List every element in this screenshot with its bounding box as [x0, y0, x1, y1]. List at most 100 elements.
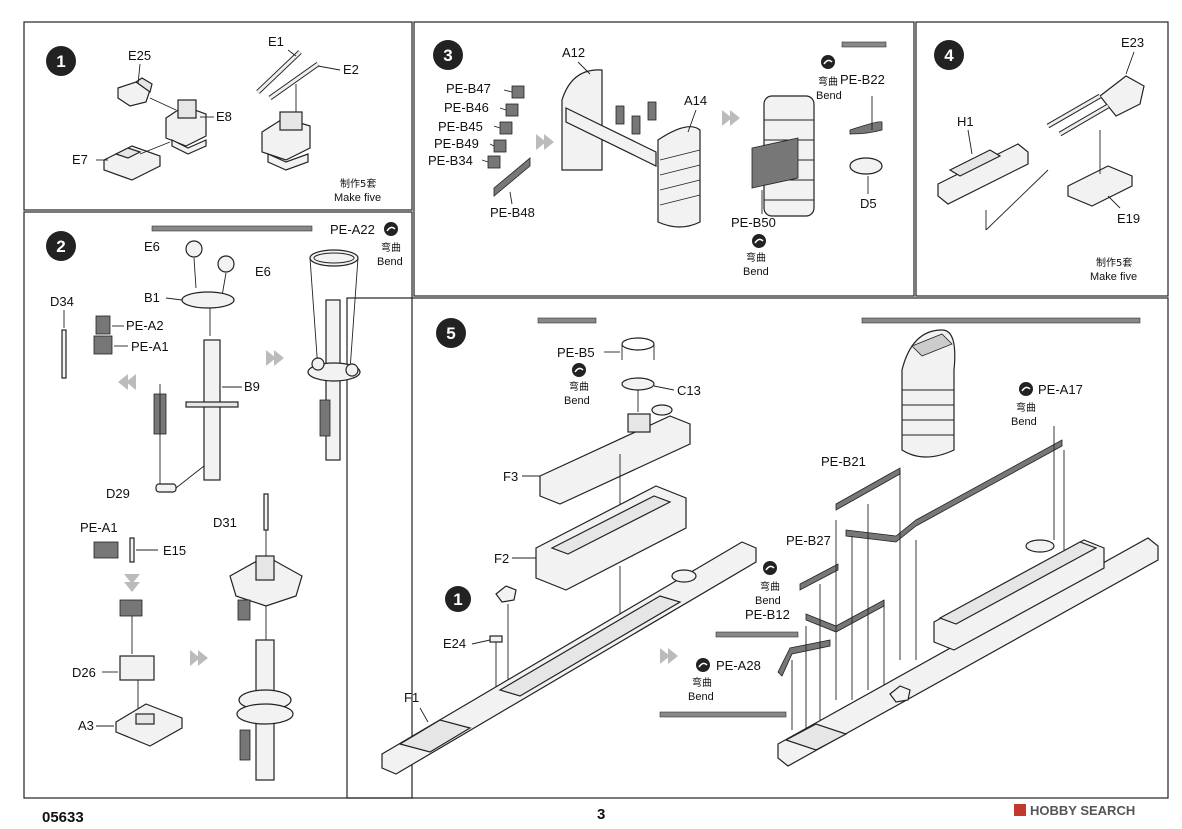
label-pe-a1: PE-A1 [131, 339, 169, 354]
part-d5 [849, 157, 883, 175]
part-pe-a1-b [93, 541, 119, 559]
step-1-number: 1 [56, 52, 65, 71]
bend-icon [384, 222, 398, 236]
part-h1 [937, 143, 1029, 205]
document-code: 05633 [42, 809, 84, 826]
part-b1 [181, 291, 235, 309]
arrow-left [118, 374, 136, 390]
pe-fret-a22 [151, 225, 313, 232]
label-e19: E19 [1117, 211, 1140, 226]
bend-cn-b27: 弯曲 [760, 580, 780, 593]
label-b1: B1 [144, 290, 160, 305]
label-f2: F2 [494, 551, 509, 566]
pe-ring-b5 [621, 337, 655, 351]
part-f2 [535, 485, 687, 591]
label-a14: A14 [684, 93, 707, 108]
bend-cn-a17: 弯曲 [1016, 401, 1036, 414]
pe-strip-b21 [835, 467, 901, 511]
bend-en-a28: Bend [688, 691, 714, 703]
sub-ref-number: 1 [453, 590, 462, 609]
page-number: 3 [597, 806, 605, 823]
label-d34: D34 [50, 294, 74, 309]
drop-lines [791, 426, 1065, 730]
part-e8 [165, 99, 207, 155]
label-pe-b5: PE-B5 [557, 345, 595, 360]
step-1: 1 E25 E8 E7 [46, 34, 381, 204]
label-pe-a1-b: PE-A1 [80, 520, 118, 535]
part-e15 [129, 537, 135, 563]
arrow-down [124, 574, 140, 592]
step-3-number: 3 [443, 46, 452, 65]
funnel-assembly-a12-a14 [561, 69, 701, 228]
part-e1-e2-assembly [256, 50, 320, 171]
bend-icon-b22 [821, 55, 835, 69]
mast-assembly [307, 249, 361, 461]
label-e2: E2 [343, 62, 359, 77]
part-c13 [621, 377, 655, 391]
label-pe-a28: PE-A28 [716, 658, 761, 673]
step-5-number: 5 [446, 324, 455, 343]
part-f3 [539, 404, 691, 505]
pe-plates [487, 85, 531, 197]
step-1-badge [46, 46, 76, 76]
sub-ref-badge [445, 586, 471, 612]
part-d31 [263, 493, 269, 531]
pe-strip-a17 [845, 439, 1063, 543]
part-e25 [117, 77, 153, 107]
label-e6-b: E6 [255, 264, 271, 279]
step-5: 5 PE-B5 弯曲 Bend C13 F3 F2 [381, 317, 1159, 775]
arrow-right-5 [660, 648, 678, 664]
watermark-text: HOBBY SEARCH [1030, 803, 1135, 818]
label-pe-a22: PE-A22 [330, 222, 375, 237]
label-pe-b45: PE-B45 [438, 119, 483, 134]
step-4-number: 4 [944, 46, 954, 65]
bend-cn-a28: 弯曲 [692, 676, 712, 689]
step-2-number: 2 [56, 237, 65, 256]
bend-en-b27: Bend [755, 595, 781, 607]
part-e24 [489, 635, 503, 643]
step-4-badge [934, 40, 964, 70]
label-pe-b34: PE-B34 [428, 153, 473, 168]
pe-fret-b5 [537, 317, 597, 324]
label-f1: F1 [404, 690, 419, 705]
label-pe-a2: PE-A2 [126, 318, 164, 333]
funnel-with-grid [751, 95, 815, 217]
pe-fret-b22 [841, 41, 887, 48]
step-5-badge [436, 318, 466, 348]
label-d5: D5 [860, 196, 877, 211]
step-4-note-en: Make five [1090, 271, 1137, 283]
part-b9 [203, 339, 221, 481]
label-pe-b21: PE-B21 [821, 454, 866, 469]
label-h1: H1 [957, 114, 974, 129]
funnel-assembly [901, 329, 956, 458]
label-d31: D31 [213, 515, 237, 530]
part-e6-b [217, 255, 235, 273]
label-pe-b12: PE-B12 [745, 607, 790, 622]
label-pe-a17: PE-A17 [1038, 382, 1083, 397]
bend-cn-b22: 弯曲 [818, 75, 838, 88]
bend-en-b5: Bend [564, 395, 590, 407]
label-pe-b27: PE-B27 [786, 533, 831, 548]
part-pe-a1 [93, 335, 113, 355]
label-pe-b46: PE-B46 [444, 100, 489, 115]
label-e24: E24 [443, 636, 466, 651]
bend-en-a17: Bend [1011, 416, 1037, 428]
label-pe-b49: PE-B49 [434, 136, 479, 151]
part-f1 [381, 541, 757, 775]
pe-strip-b12 [805, 599, 885, 633]
bend-en-b22: Bend [816, 90, 842, 102]
label-f3: F3 [503, 469, 518, 484]
bend-icon-a28 [696, 658, 710, 672]
label-e8: E8 [216, 109, 232, 124]
pe-fret-a28-bottom [659, 711, 787, 718]
arrow-right-3 [536, 134, 554, 150]
bend-en: Bend [377, 256, 403, 268]
panel-frames [23, 21, 1169, 799]
label-d29: D29 [106, 486, 130, 501]
part-a3 [115, 703, 183, 747]
bend-cn-b5: 弯曲 [569, 380, 589, 393]
arrow-right-4 [722, 110, 740, 126]
label-e25: E25 [128, 48, 151, 63]
arrow-right-2 [190, 650, 208, 666]
